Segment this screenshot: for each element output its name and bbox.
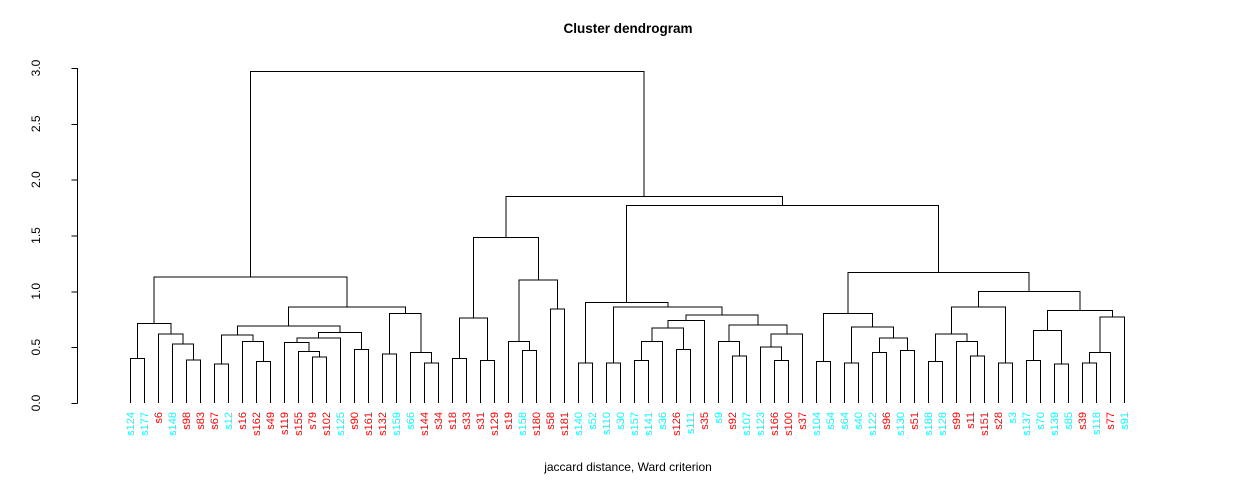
- leaf-label: s39: [1077, 412, 1089, 430]
- leaf-label: s92: [727, 412, 739, 430]
- leaf-label: s100: [783, 412, 795, 436]
- dendrogram-tree: [130, 70, 1125, 403]
- leaf-label: s129: [489, 412, 501, 436]
- leaf-label: s104: [811, 412, 823, 436]
- leaf-label: s102: [321, 412, 333, 436]
- y-axis: 0.0 0.5 1.0 1.5 2.0 2.5 3.0: [29, 59, 78, 411]
- leaf-label: s66: [405, 412, 417, 430]
- leaf-label: s18: [447, 412, 459, 430]
- leaf-label: s124: [125, 412, 137, 436]
- leaf-label: s188: [923, 412, 935, 436]
- leaf-label: s122: [867, 412, 879, 436]
- leaf-label: s34: [433, 412, 445, 430]
- x-axis-caption: jaccard distance, Ward criterion: [543, 460, 712, 474]
- leaf-label: s28: [993, 412, 1005, 430]
- leaf-label: s83: [195, 412, 207, 430]
- leaf-label: s130: [895, 412, 907, 436]
- leaf-label: s158: [517, 412, 529, 436]
- leaf-label: s118: [1091, 412, 1103, 435]
- leaf-label: s90: [349, 412, 361, 430]
- leaf-label: s51: [909, 412, 921, 430]
- leaf-label: s166: [769, 412, 781, 436]
- leaf-label: s151: [979, 412, 991, 436]
- leaf-label: s19: [503, 412, 515, 430]
- leaf-label: s52: [587, 412, 599, 430]
- leaf-label: s159: [391, 412, 403, 436]
- leaf-label: s148: [167, 412, 179, 436]
- leaf-label: s6: [153, 412, 165, 424]
- leaf-label: s36: [657, 412, 669, 430]
- y-tick-label: 0.5: [29, 339, 43, 356]
- leaf-label: s155: [293, 412, 305, 436]
- leaf-label: s161: [363, 412, 375, 436]
- leaf-label: s79: [307, 412, 319, 430]
- leaf-label: s126: [671, 412, 683, 436]
- leaf-label: s123: [755, 412, 767, 436]
- y-axis-line: [71, 67, 78, 404]
- leaf-label: s3: [1007, 412, 1019, 424]
- leaf-label: s16: [237, 412, 249, 430]
- leaf-label: s33: [461, 412, 473, 430]
- leaf-label: s111: [685, 412, 697, 434]
- leaf-label: s99: [951, 412, 963, 430]
- y-tick-label: 1.5: [29, 227, 43, 244]
- leaf-label: s140: [573, 412, 585, 436]
- leaf-label: s132: [377, 412, 389, 436]
- leaf-label: s96: [881, 412, 893, 430]
- leaf-label: s141: [643, 412, 655, 436]
- leaf-label: s128: [937, 412, 949, 436]
- leaf-label: s110: [601, 412, 613, 435]
- leaf-label: s12: [223, 412, 235, 430]
- leaf-label: s31: [475, 412, 487, 430]
- leaf-label: s107: [741, 412, 753, 436]
- leaf-label: s40: [853, 412, 865, 430]
- leaf-label: s157: [629, 412, 641, 436]
- leaf-label: s177: [139, 412, 151, 436]
- leaf-label: s64: [839, 412, 851, 430]
- leaf-label: s125: [335, 412, 347, 436]
- leaf-label: s70: [1035, 412, 1047, 430]
- leaf-label: s137: [1021, 412, 1033, 436]
- y-tick-label: 0.0: [29, 394, 43, 411]
- leaf-label: s11: [965, 412, 977, 429]
- leaf-label: s9: [713, 412, 725, 424]
- leaf-label: s144: [419, 412, 431, 436]
- y-tick-label: 2.5: [29, 115, 43, 132]
- leaf-label: s91: [1119, 412, 1131, 430]
- leaf-label: s37: [797, 412, 809, 430]
- leaf-label: s162: [251, 412, 263, 436]
- leaf-label: s77: [1105, 412, 1117, 430]
- leaf-label: s58: [545, 412, 557, 430]
- leaf-label: s30: [615, 412, 627, 430]
- leaf-label: s119: [279, 412, 291, 435]
- dendrogram-links: [130, 70, 1125, 403]
- leaf-label: s139: [1049, 412, 1061, 436]
- leaf-label: s181: [559, 412, 571, 436]
- chart-title: Cluster dendrogram: [563, 21, 692, 36]
- leaf-label: s98: [181, 412, 193, 430]
- leaf-label: s35: [699, 412, 711, 430]
- y-tick-label: 3.0: [29, 59, 43, 76]
- leaf-label: s67: [209, 412, 221, 430]
- leaf-label: s49: [265, 412, 277, 430]
- leaf-label: s85: [1063, 412, 1075, 430]
- leaf-label: s180: [531, 412, 543, 436]
- leaf-label: s54: [825, 412, 837, 430]
- y-tick-label: 1.0: [29, 283, 43, 300]
- y-tick-label: 2.0: [29, 171, 43, 188]
